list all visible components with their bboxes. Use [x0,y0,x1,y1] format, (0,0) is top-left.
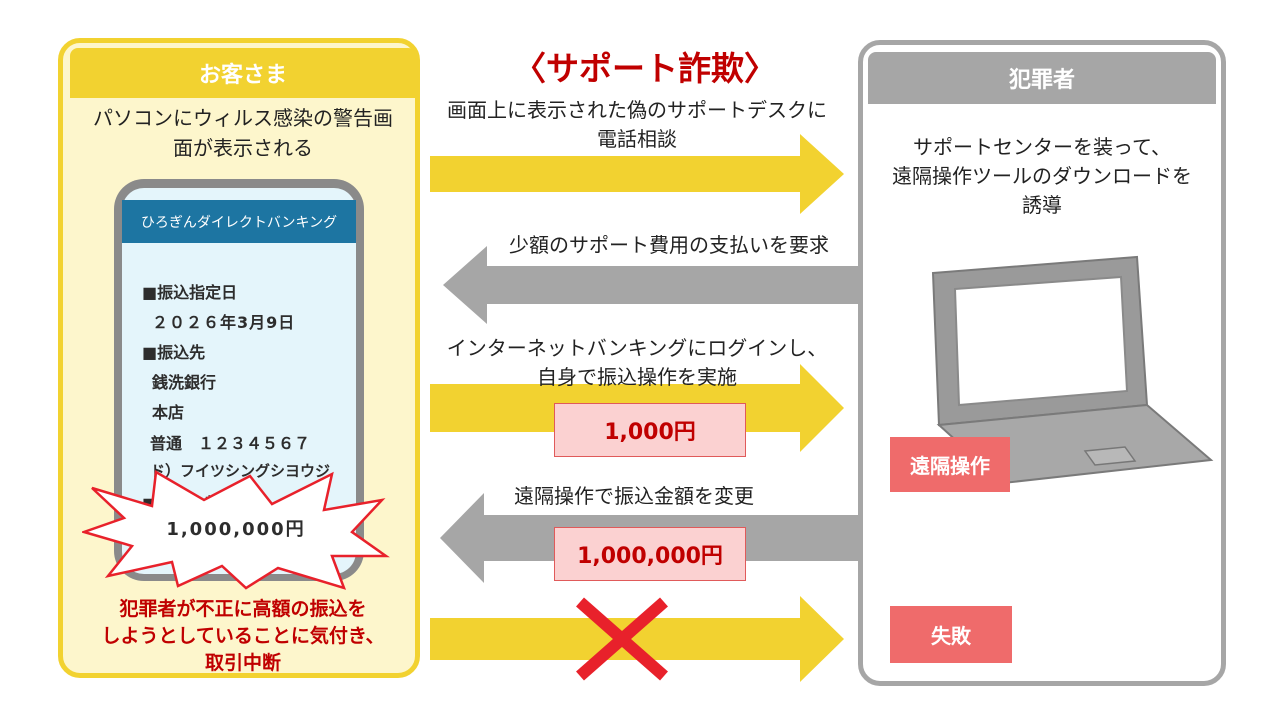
customer-warning-line: しようとしていることに気付き、 [101,625,385,647]
flow-3-label: インターネットバンキングにログインし、 自身で振込操作を実施 [430,334,844,392]
transfer-amount-value: 1,000,000円 [166,519,306,540]
banking-app-title: ひろぎんダイレクトバンキング [122,200,356,243]
flow-2-label: 少額のサポート費用の支払いを要求 [480,231,858,260]
diagram-title: 〈サポート詐欺〉 [513,49,777,88]
criminal-description-line: サポートセンターを装って、 [913,135,1171,159]
customer-header: お客さま [70,48,416,98]
flow-3-label-line: 自身で振込操作を実施 [537,365,737,389]
flow-arrow-left [443,246,858,324]
flow-3-amount: 1,000円 [554,403,746,457]
criminal-description-line: 誘導 [1022,193,1062,217]
flow-4-label: 遠隔操作で振込金額を変更 [484,482,784,511]
flow-1-label-line: 電話相談 [597,127,677,151]
criminal-description: サポートセンターを装って、 遠隔操作ツールのダウンロードを 誘導 [868,133,1216,220]
cross-mark-icon [576,597,668,681]
flow-1-label-line: 画面上に表示された偽のサポートデスクに [447,98,827,122]
remote-control-badge: 遠隔操作 [890,437,1010,492]
customer-description-line: パソコンにウィルス感染の警告画 [93,106,393,130]
criminal-description-line: 遠隔操作ツールのダウンロードを [892,164,1192,188]
flow-3-label-line: インターネットバンキングにログインし、 [446,336,828,360]
transfer-date-value: ２０２６年3月9日 [152,313,296,332]
account-number: 普通 １２３４５６７ [150,434,311,453]
customer-description-line: 面が表示される [173,136,313,160]
flow-2-label-line: 少額のサポート費用の支払いを要求 [509,233,829,257]
flow-1-label: 画面上に表示された偽のサポートデスクに 電話相談 [430,96,844,154]
bank-name: 銭洗銀行 [152,373,217,392]
criminal-header: 犯罪者 [868,52,1216,104]
warning-burst-icon [82,470,390,590]
laptop-icon [931,255,1214,485]
transfer-date-label: ■振込指定日 [142,283,238,302]
flow-arrow-right-blocked [430,596,844,682]
account-holder: ド）フイツシングシヨウジ [150,462,331,480]
flow-4-amount: 1,000,000円 [554,527,746,581]
customer-description: パソコンにウィルス感染の警告画 面が表示される [70,103,416,163]
branch-name: 本店 [152,403,185,422]
customer-warning-line: 取引中断 [204,652,281,674]
flow-arrow-right [430,134,844,214]
failure-badge: 失敗 [890,606,1012,663]
transfer-destination-label: ■振込先 [142,343,206,362]
customer-warning: 犯罪者が不正に高額の振込を しようとしていることに気付き、 取引中断 [70,596,416,677]
customer-warning-line: 犯罪者が不正に高額の振込を [119,598,367,620]
flow-4-label-line: 遠隔操作で振込金額を変更 [514,484,754,508]
